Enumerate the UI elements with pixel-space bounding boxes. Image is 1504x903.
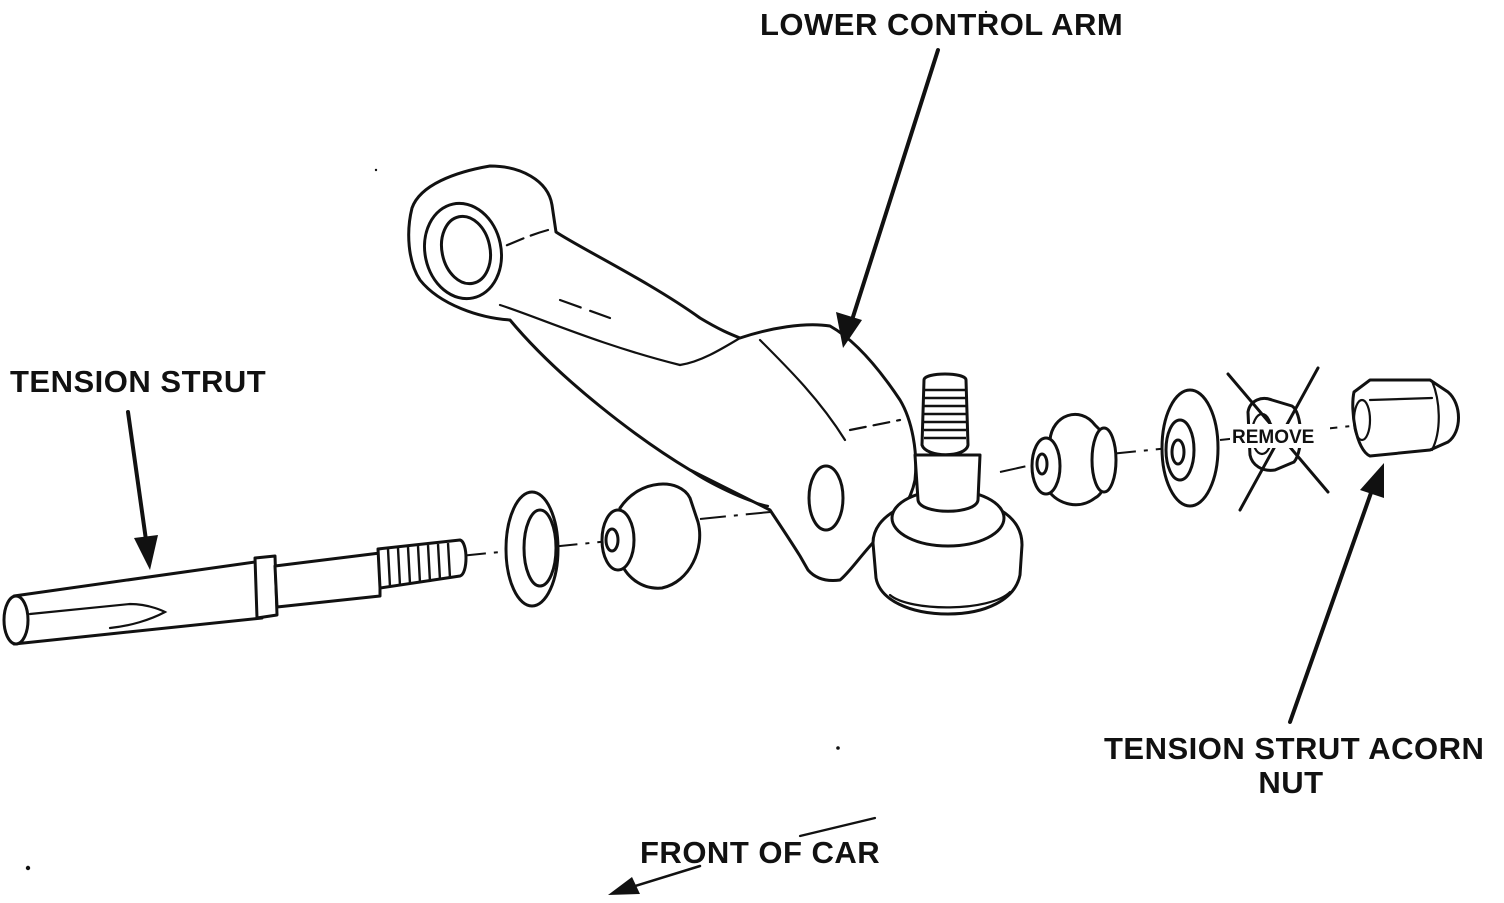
arrow-acorn-nut-line (1288, 488, 1374, 724)
control-arm-edge-5 (758, 338, 847, 442)
front-arrow-tick (798, 816, 877, 838)
label-acorn-nut-line1: TENSION STRUT ACORN (1104, 731, 1485, 766)
control-arm-edge-4 (558, 298, 612, 320)
acorn-nut-hole (1352, 398, 1372, 442)
speck (984, 10, 988, 14)
acorn-nut-body (1351, 378, 1460, 458)
speck (836, 746, 840, 750)
arrow-tension-strut-head (134, 535, 158, 570)
bushing-rear (1030, 412, 1118, 507)
assembly-axis (459, 423, 1371, 557)
control-arm-edge-1 (498, 303, 682, 367)
leader-arrows (126, 48, 1384, 895)
control-arm-edge-2 (678, 336, 742, 367)
washer-front-outer (504, 490, 560, 608)
strut-bore (807, 464, 845, 532)
strut-thin-shaft (273, 551, 382, 609)
arrow-tension-strut-line (126, 410, 148, 542)
arrow-control-arm-line (850, 48, 940, 322)
label-lower-control-arm: LOWER CONTROL ARM (760, 7, 1124, 42)
strut-threads (386, 542, 452, 588)
arrow-front-line (633, 864, 702, 888)
bushing-front (600, 482, 702, 590)
control-arm-edge-3 (503, 228, 550, 248)
old-nut-remove: REMOVE (1226, 366, 1330, 512)
control-arm-body (407, 164, 918, 582)
speck (374, 168, 378, 172)
washer-rear (1160, 388, 1220, 508)
bushing-2-collar (1090, 426, 1118, 494)
bushing-1-hole (604, 527, 620, 553)
strut-rod-end (2, 594, 30, 646)
bushing-2-hole (1035, 452, 1049, 476)
strut-collar (253, 554, 279, 620)
acorn-nut (1351, 378, 1460, 458)
ball-joint-lower-ring (888, 590, 1012, 609)
washer-2-hole (1170, 438, 1186, 466)
ball-joint-threads (924, 388, 966, 440)
lower-control-arm (407, 164, 918, 582)
ball-joint-neck (913, 453, 982, 513)
label-front-of-car: FRONT OF CAR (640, 835, 881, 870)
acorn-nut-dome-line (1430, 379, 1440, 452)
remove-label: REMOVE (1232, 427, 1314, 448)
control-arm-eye-bore (439, 214, 493, 286)
ball-joint (871, 372, 1024, 616)
speck (25, 865, 31, 871)
washer-1-inner (522, 508, 558, 588)
remove-label-bg (1230, 424, 1330, 448)
arrow-acorn-nut-head (1360, 463, 1384, 498)
strut-rod (12, 559, 264, 646)
strut-flat-mark (28, 602, 168, 630)
tension-strut (2, 538, 468, 646)
bushing-1-body (618, 482, 702, 590)
control-arm-edge-7 (688, 468, 770, 508)
label-tension-strut: TENSION STRUT (10, 364, 267, 399)
label-acorn-nut-line2: NUT (1258, 765, 1324, 800)
arrow-front-head (608, 877, 640, 895)
control-arm-edge-6 (848, 418, 902, 432)
strut-threaded-end (376, 538, 468, 590)
arrow-control-arm-head (836, 312, 862, 348)
acorn-nut-flat-line (1368, 396, 1434, 402)
